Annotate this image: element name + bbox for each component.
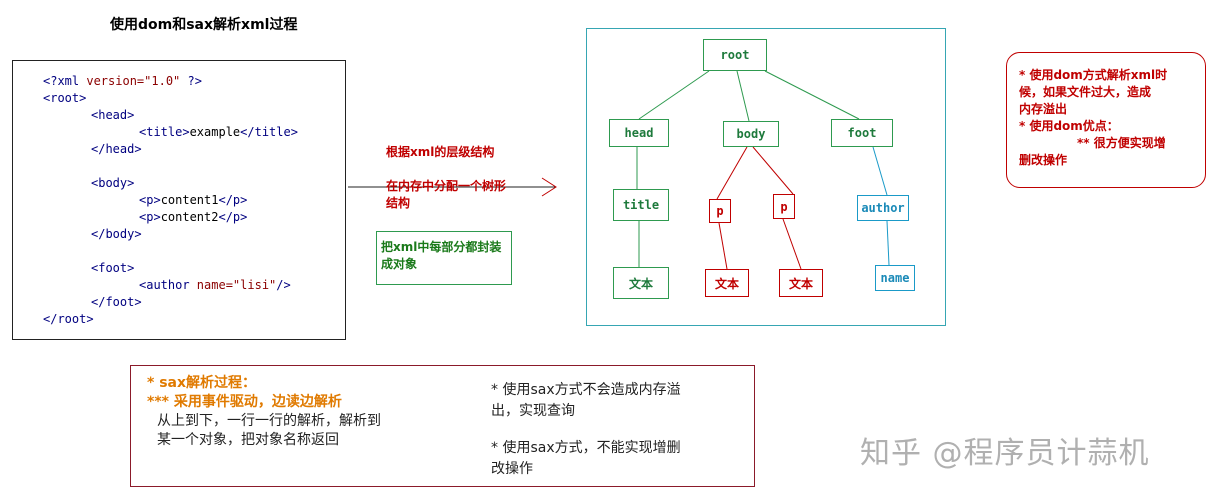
right-arrow-icon — [348, 177, 557, 197]
title-open: <title> — [139, 125, 190, 139]
tree-node-text3: 文本 — [779, 269, 823, 297]
decl-attr: version="1.0" — [79, 74, 188, 88]
mid-text-line3: 结构 — [386, 196, 411, 210]
dom-note-line5: ** 很方便实现增 — [1077, 136, 1166, 150]
tree-node-text2: 文本 — [705, 269, 749, 297]
mid-text-line2: 在内存中分配一个树形 — [386, 179, 507, 193]
green-note-line2: 成对象 — [381, 257, 418, 271]
sax-line1: * sax解析过程： — [147, 375, 257, 391]
code-line-decl: <?xml version="1.0" ?> — [43, 73, 202, 89]
p1-text: content1 — [160, 193, 219, 207]
dom-note-line2: 候，如果文件过大，造成 — [1019, 85, 1152, 99]
sax-right-line1: * 使用sax方式不会造成内存溢 — [491, 382, 681, 398]
page-title: 使用dom和sax解析xml过程 — [110, 17, 298, 33]
p2-open: <p> — [139, 210, 161, 224]
watermark: 知乎 @程序员计蒜机 — [860, 436, 1150, 471]
p1-open: <p> — [139, 193, 161, 207]
code-foot-open: <foot> — [91, 261, 135, 275]
decl-open: <?xml — [43, 74, 80, 88]
tree-node-root: root — [703, 39, 767, 71]
code-head-close: </head> — [91, 142, 142, 156]
dom-note-box: * 使用dom方式解析xml时 候，如果文件过大，造成 内存溢出 * 使用dom… — [1006, 52, 1206, 188]
dom-tree-box: root head body foot title p p author 文本 … — [586, 28, 946, 326]
dom-note-line4: * 使用dom优点： — [1019, 119, 1119, 133]
dom-note-line6: 删改操作 — [1019, 153, 1068, 167]
code-body-open: <body> — [91, 176, 135, 190]
tree-node-author: author — [857, 195, 909, 221]
tree-node-foot: foot — [831, 119, 893, 147]
tree-node-p2: p — [773, 194, 795, 219]
author-attr: name="lisi" — [189, 278, 277, 292]
decl-close: ?> — [187, 74, 202, 88]
edges-red — [716, 146, 802, 270]
green-note-line1: 把xml中每部分都封装 — [381, 240, 502, 254]
dom-note-line3: 内存溢出 — [1019, 102, 1068, 116]
author-close: /> — [276, 278, 291, 292]
code-root-close: </root> — [43, 312, 94, 326]
author-open: <author — [139, 278, 190, 292]
sax-right-column: * 使用sax方式不会造成内存溢 出，实现查询 * 使用sax方式，不能实现增删… — [491, 380, 741, 480]
p2-close: </p> — [218, 210, 248, 224]
p2-text: content2 — [160, 210, 219, 224]
code-line-p1: <p>content1</p> — [139, 192, 247, 208]
code-line-author: <author name="lisi"/> — [139, 277, 291, 293]
sax-right-line3: * 使用sax方式，不能实现增删 — [491, 440, 681, 456]
edges-cyan — [872, 146, 890, 266]
tree-edges — [636, 70, 890, 270]
encapsulate-note-box: 把xml中每部分都封装 成对象 — [376, 231, 512, 285]
title-close: </title> — [240, 125, 298, 139]
tree-node-title: title — [613, 189, 669, 221]
mid-text-line1: 根据xml的层级结构 — [386, 145, 495, 159]
code-root-open: <root> — [43, 91, 87, 105]
code-line-p2: <p>content2</p> — [139, 209, 247, 225]
tree-node-text1: 文本 — [613, 267, 669, 299]
sax-right-line2: 出，实现查询 — [491, 403, 575, 419]
code-foot-close: </foot> — [91, 295, 142, 309]
sax-line4: 某一个对象，把对象名称返回 — [157, 432, 339, 448]
tree-node-p1: p — [709, 199, 731, 223]
tree-node-head: head — [609, 119, 669, 147]
title-text: example — [189, 125, 241, 139]
xml-code-box: <?xml version="1.0" ?> <root> <head> <ti… — [12, 60, 346, 340]
tree-node-body: body — [723, 121, 779, 147]
sax-right-line4: 改操作 — [491, 461, 533, 477]
p1-close: </p> — [218, 193, 248, 207]
sax-box: * sax解析过程： *** 采用事件驱动，边读边解析 从上到下，一行一行的解析… — [130, 365, 755, 487]
dom-note-line1: * 使用dom方式解析xml时 — [1019, 68, 1168, 82]
code-head-open: <head> — [91, 108, 135, 122]
sax-left-column: * sax解析过程： *** 采用事件驱动，边读边解析 从上到下，一行一行的解析… — [147, 374, 381, 450]
edges-green — [636, 70, 860, 267]
code-line-title: <title>example</title> — [139, 124, 298, 140]
sax-line2: *** 采用事件驱动，边读边解析 — [147, 394, 342, 410]
sax-line3: 从上到下，一行一行的解析，解析到 — [157, 413, 381, 429]
tree-node-name: name — [875, 265, 915, 291]
code-body-close: </body> — [91, 227, 142, 241]
